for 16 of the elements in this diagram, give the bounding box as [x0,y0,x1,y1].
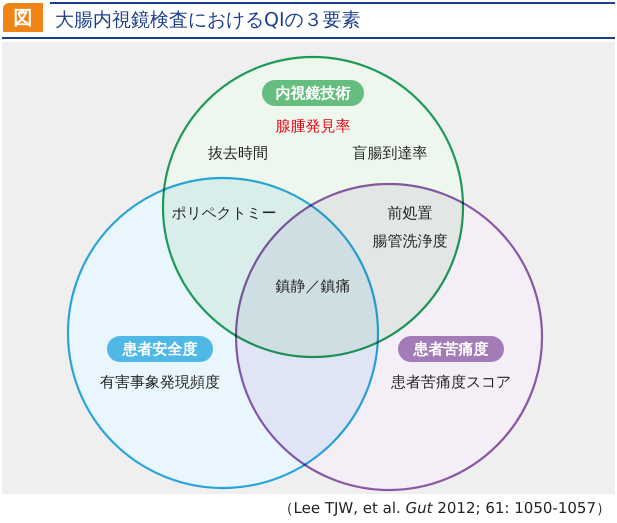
metric-label: 腸管洗浄度 [372,232,448,250]
metric-label: 有害事象発現頻度 [100,373,220,391]
metric-label: 抜去時間 [208,144,268,162]
category-pill: 内視鏡技術 [262,80,364,106]
metric-label: 患者苦痛度スコア [391,373,511,391]
metric-label: ポリペクトミー [172,204,276,222]
metric-label: 鎮静／鎮痛 [276,277,350,295]
venn-circle [234,182,544,492]
metric-label: 前処置 [388,204,432,222]
category-pill: 患者安全度 [107,336,213,362]
title: 大腸内視鏡検査におけるQIの３要素 [55,8,361,33]
figure-tag: 図 [3,3,43,32]
category-pill: 患者苦痛度 [398,336,504,362]
citation: （Lee TJW, et al. Gut 2012; 61: 1050-1057） [278,498,611,518]
metric-label: 盲腸到達率 [352,144,428,162]
metric-label: 腺腫発見率 [276,117,350,135]
